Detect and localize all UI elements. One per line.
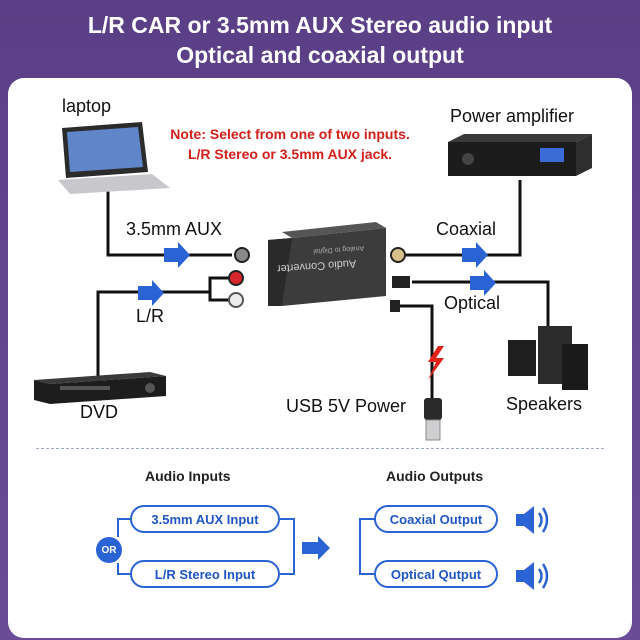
coaxial-cable <box>404 180 522 257</box>
amplifier-icon <box>448 134 592 176</box>
flow-lines <box>117 518 374 575</box>
note-line-1: Note: Select from one of two inputs. <box>170 126 410 142</box>
page-title: L/R CAR or 3.5mm AUX Stereo audio input … <box>0 10 640 70</box>
aux-label: 3.5mm AUX <box>126 219 223 239</box>
volume-icon-2 <box>516 562 549 590</box>
optical-output-pill: Optical Qutput <box>374 560 498 588</box>
note-text: Note: Select from one of two inputs. L/R… <box>150 124 430 164</box>
aux-arrow-icon <box>164 242 190 268</box>
lr-label: L/R <box>136 306 165 326</box>
converter-icon <box>228 222 410 312</box>
audio-inputs-header: Audio Inputs <box>145 468 231 484</box>
optical-cable <box>412 280 550 330</box>
usb-cable <box>398 304 434 398</box>
lr-cable <box>96 276 230 398</box>
amplifier-label: Power amplifier <box>450 106 575 126</box>
note-line-2: L/R Stereo or 3.5mm AUX jack. <box>187 146 393 162</box>
laptop-icon <box>58 122 170 194</box>
converter-subtitle: Analog to Digital <box>313 244 365 255</box>
converter-name: Audio Converter <box>276 257 356 275</box>
dvd-player-icon <box>34 372 166 404</box>
section-divider <box>36 448 604 449</box>
title-line-1: L/R CAR or 3.5mm AUX Stereo audio input <box>87 12 553 38</box>
direction-arrows <box>138 242 496 306</box>
speakers-icon <box>508 326 588 390</box>
aux-cable <box>106 190 232 257</box>
audio-outputs-header: Audio Outputs <box>386 468 484 484</box>
optical-label: Optical <box>444 293 501 313</box>
aux-input-pill: 3.5mm AUX Input <box>130 505 280 533</box>
volume-icon-1 <box>516 506 549 534</box>
flow-arrow-icon <box>302 536 330 560</box>
speakers-label: Speakers <box>506 394 583 414</box>
power-bolt-icon <box>428 346 444 380</box>
coaxial-arrow-icon <box>462 242 488 268</box>
usb-power-label: USB 5V Power <box>286 396 407 416</box>
laptop-label: laptop <box>62 96 112 116</box>
or-badge: OR <box>96 537 122 563</box>
lr-arrow-icon <box>138 280 164 306</box>
dvd-label: DVD <box>80 402 119 422</box>
usb-plug-icon <box>424 398 442 441</box>
optical-arrow-icon <box>470 270 496 296</box>
coaxial-label: Coaxial <box>436 219 497 239</box>
lr-input-pill: L/R Stereo Input <box>130 560 280 588</box>
cables <box>96 180 550 398</box>
title-line-2: Optical and coaxial output <box>176 42 464 68</box>
coaxial-output-pill: Coaxial Output <box>374 505 498 533</box>
